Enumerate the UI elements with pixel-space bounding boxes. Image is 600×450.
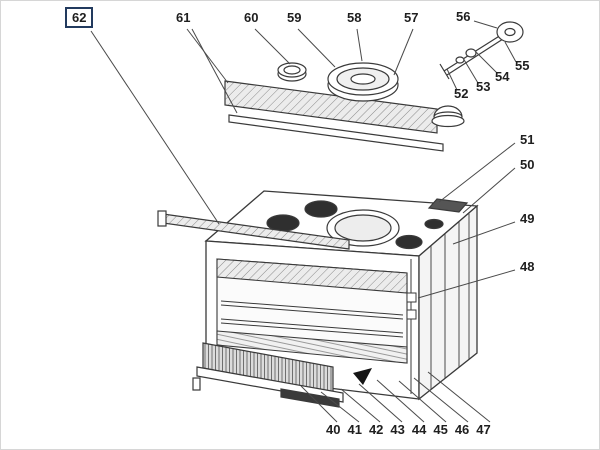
part-label-57: 57 bbox=[404, 10, 419, 25]
part-label-41: 41 bbox=[347, 422, 362, 437]
oven-cavity bbox=[216, 258, 408, 364]
part-label-55: 55 bbox=[515, 58, 530, 73]
part-label-51: 51 bbox=[520, 132, 535, 147]
direction-arrow bbox=[353, 368, 372, 385]
door-handle bbox=[157, 210, 350, 250]
part-label-45: 45 bbox=[433, 422, 448, 437]
side-trim-lines bbox=[430, 213, 470, 390]
part-label-44: 44 bbox=[411, 422, 427, 437]
part-label-47: 47 bbox=[476, 422, 491, 437]
part-label-52: 52 bbox=[454, 86, 469, 101]
part-label-42: 42 bbox=[368, 422, 384, 437]
part-label-43: 43 bbox=[390, 422, 405, 437]
backguard-trim bbox=[228, 114, 444, 152]
drawer-handle bbox=[280, 388, 340, 408]
part-label-53: 53 bbox=[476, 79, 491, 94]
part-label-60: 60 bbox=[244, 10, 259, 25]
part-label-59: 59 bbox=[287, 10, 302, 25]
part-label-40: 40 bbox=[326, 422, 341, 437]
burner-cap bbox=[431, 105, 465, 128]
surface-burner-assembly bbox=[327, 62, 399, 102]
hinge-clip bbox=[192, 377, 201, 391]
part-label-50: 50 bbox=[520, 157, 535, 172]
bottom-label-row: 40 41 42 43 44 45 46 47 bbox=[326, 422, 491, 437]
right-side-panel bbox=[418, 204, 478, 401]
cooktop-burners bbox=[266, 198, 469, 250]
part-label-49: 49 bbox=[520, 211, 535, 226]
part-label-48: 48 bbox=[520, 259, 535, 274]
part-label-46: 46 bbox=[454, 422, 470, 437]
burner-trim-ring bbox=[277, 62, 307, 82]
oven-floor bbox=[216, 330, 408, 364]
cooktop-vent bbox=[427, 198, 469, 213]
part-label-58: 58 bbox=[347, 10, 362, 25]
part-label-56: 56 bbox=[456, 9, 471, 24]
part-label-54: 54 bbox=[495, 69, 510, 84]
part-label-61: 61 bbox=[176, 10, 191, 25]
latch-strip bbox=[406, 259, 417, 394]
part-label-62: 62 bbox=[65, 7, 94, 28]
igniter-rod-assembly bbox=[439, 21, 524, 80]
drawer-front bbox=[192, 342, 344, 408]
leader-lines bbox=[90, 20, 517, 423]
